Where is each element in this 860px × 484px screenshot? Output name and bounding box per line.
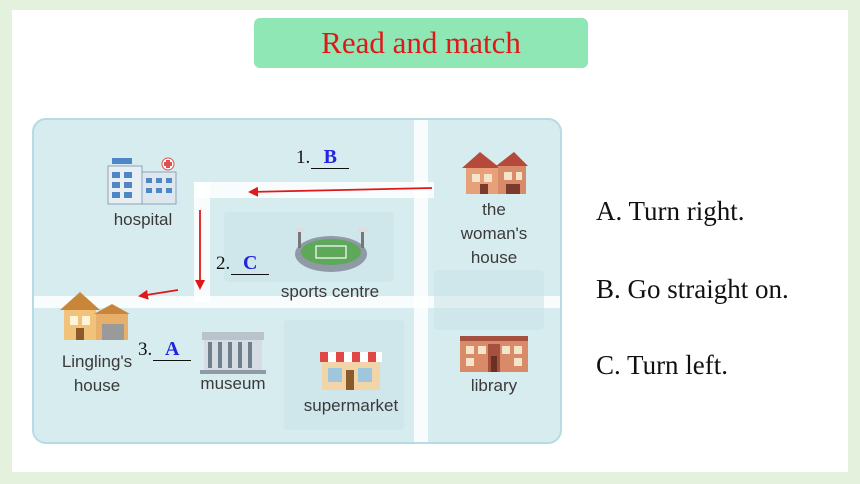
blank-1: 1. B xyxy=(296,146,350,169)
museum-icon xyxy=(200,332,266,374)
option-a: A. Turn right. xyxy=(596,196,745,226)
answer-2: C xyxy=(243,252,258,274)
library-icon xyxy=(460,336,528,372)
lingling-house-label: Lingling's house xyxy=(61,352,133,395)
arrow-left xyxy=(138,289,179,300)
stadium-icon xyxy=(295,228,367,272)
blank-3: 3. A xyxy=(138,338,192,361)
sports-centre-label: sports centre xyxy=(280,282,380,301)
house-icon xyxy=(462,152,528,194)
road-right xyxy=(414,120,428,442)
arrow-straight xyxy=(248,186,433,197)
map-block xyxy=(434,270,544,330)
road-left xyxy=(194,182,210,302)
blank-2: 2. C xyxy=(216,252,270,275)
museum-label: museum xyxy=(200,374,266,393)
supermarket-icon xyxy=(320,352,382,390)
option-c: C. Turn left. xyxy=(596,350,729,380)
library-label: library xyxy=(470,376,518,395)
woman-house-label: the woman's house xyxy=(460,200,528,267)
page-title: Read and match xyxy=(321,25,521,60)
hospital-icon xyxy=(107,157,177,205)
supermarket-label: supermarket xyxy=(303,396,399,415)
house-icon xyxy=(60,292,130,340)
answer-3: A xyxy=(165,338,180,360)
title-banner: Read and match xyxy=(254,18,588,68)
road-middle xyxy=(34,296,560,308)
answer-1: B xyxy=(323,146,337,168)
hospital-label: hospital xyxy=(113,210,173,229)
option-b: B. Go straight on. xyxy=(596,274,789,304)
